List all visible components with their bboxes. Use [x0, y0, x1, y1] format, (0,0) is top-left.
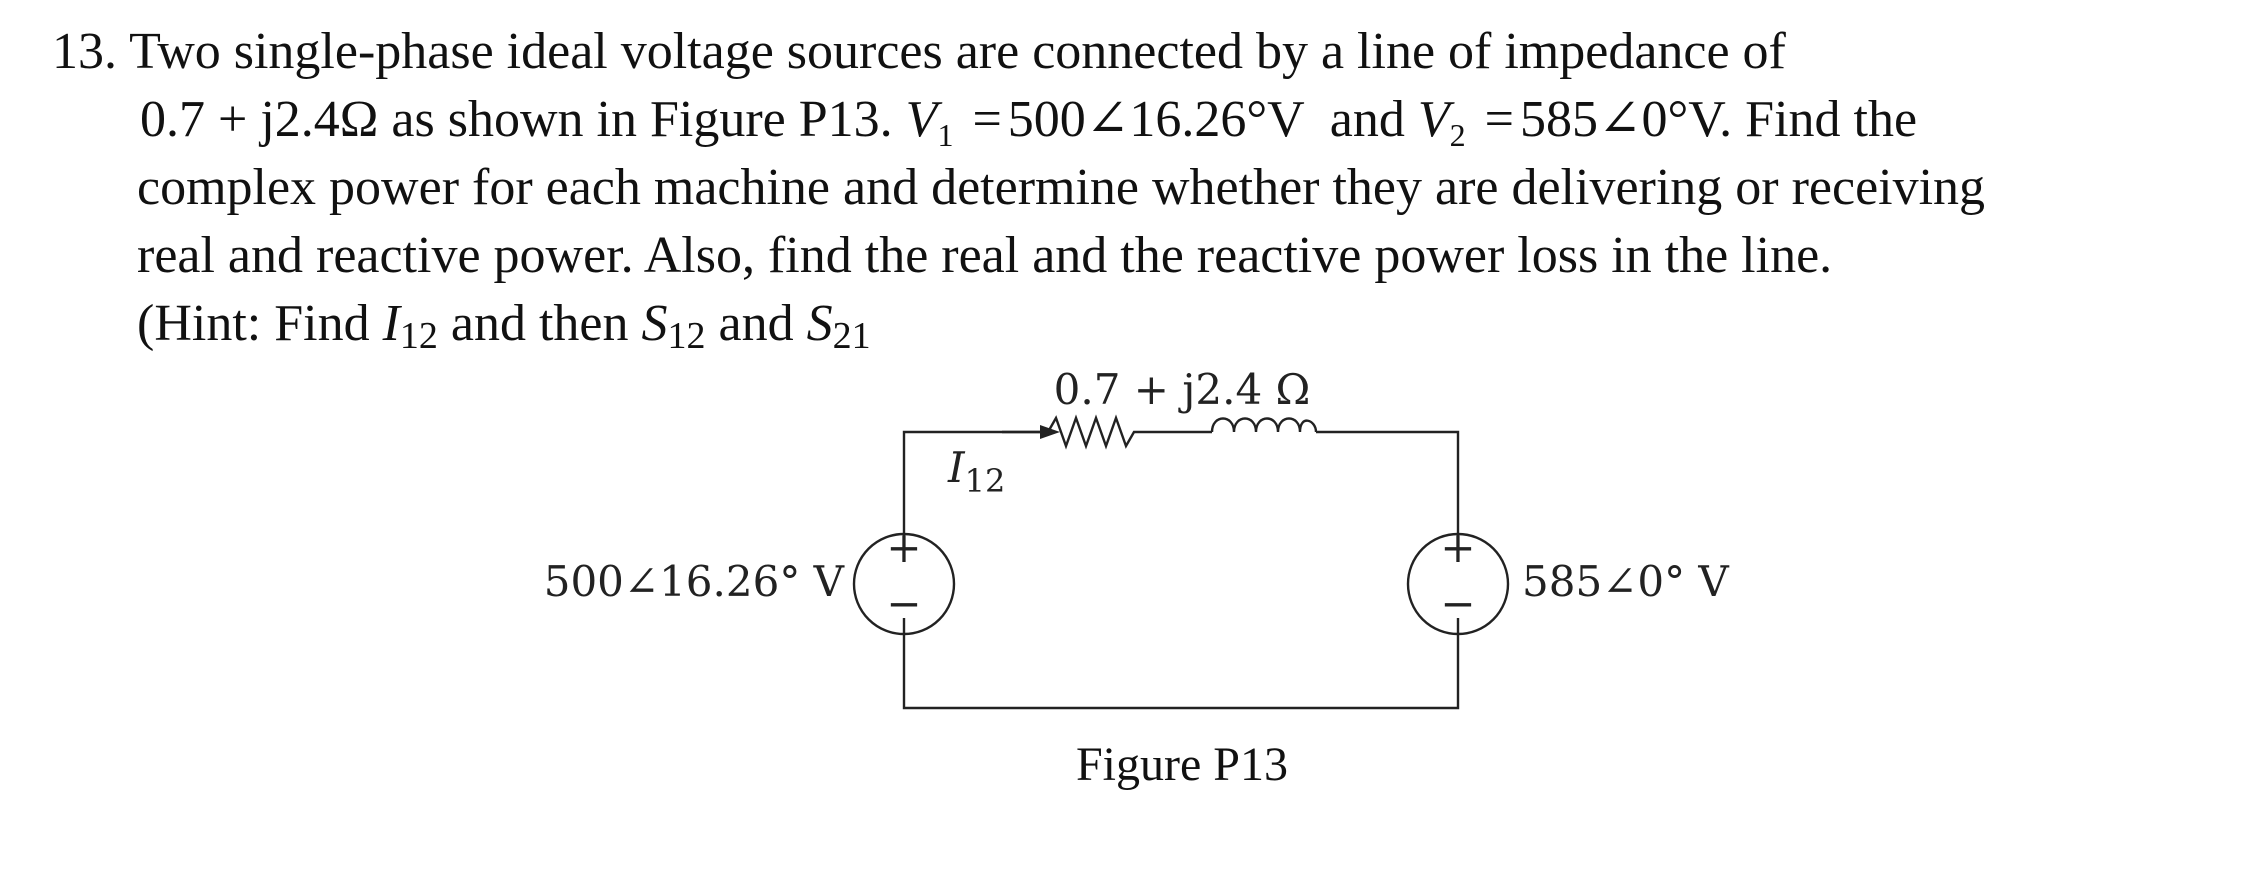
v2-subscript: 2 [1449, 117, 1466, 153]
hint-mid: and then [450, 295, 629, 352]
hint-s21-symbol: S [806, 295, 833, 352]
figure-current-symbol: I [947, 443, 966, 492]
figure-current-label: I12 [947, 443, 1005, 500]
resistor-icon [1046, 414, 1140, 450]
hint-s12-symbol: S [641, 295, 668, 352]
line-impedance-value: 0.7 + j2.4Ω [140, 91, 379, 148]
right-source-minus: − [1440, 579, 1475, 628]
problem-line-1-text: Two single-phase ideal voltage sources a… [129, 23, 1786, 80]
problem-line-2-end: . Find the [1719, 91, 1918, 148]
left-voltage-source-icon [852, 532, 956, 636]
left-source-minus: − [886, 579, 921, 628]
v2-symbol: V [1417, 91, 1450, 148]
problem-statement: 13. Two single-phase ideal voltage sourc… [52, 18, 2232, 358]
right-source-plus: + [1440, 523, 1475, 572]
v1-symbol: V [905, 91, 938, 148]
figure-current-subscript: 12 [965, 462, 1006, 500]
left-source-plus: + [886, 523, 921, 572]
right-source-label: 585∠0° V [1522, 557, 1729, 606]
and-text: and [1329, 91, 1405, 148]
right-voltage-source-icon [1406, 532, 1510, 636]
inductor-icon [1210, 417, 1318, 433]
bottom-wire [902, 618, 1460, 710]
hint-current-symbol: I [382, 295, 400, 352]
problem-line-3: complex power for each machine and deter… [52, 154, 2232, 222]
problem-line-1: 13. Two single-phase ideal voltage sourc… [52, 18, 2232, 86]
v2-value: 585∠0°V [1519, 91, 1720, 148]
problem-line-3-text: complex power for each machine and deter… [137, 159, 1986, 216]
v1-subscript: 1 [937, 117, 954, 153]
hint-and: and [718, 295, 794, 352]
hint-s21-subscript: 21 [832, 315, 871, 357]
left-source-label: 500∠16.26° V [544, 557, 845, 606]
hint-current-subscript: 12 [399, 315, 438, 357]
v1-value: 500∠16.26°V [1007, 91, 1304, 148]
figure-impedance-label: 0.7 + j2.4 Ω [1054, 365, 1311, 414]
top-right-wire [1316, 430, 1460, 550]
hint-prefix: (Hint: Find [137, 295, 370, 352]
top-left-wire [902, 430, 1048, 550]
problem-line-4-text: real and reactive power. Also, find the … [137, 227, 1833, 284]
problem-hint: (Hint: Find I12 and then S12 and S21 [52, 290, 2232, 358]
problem-number: 13. [52, 23, 117, 80]
hint-s12-subscript: 12 [667, 315, 706, 357]
problem-line-4: real and reactive power. Also, find the … [52, 222, 2232, 290]
current-arrow-icon [1002, 425, 1060, 439]
problem-line-2: 0.7 + j2.4Ω as shown in Figure P13. V1 =… [140, 91, 1918, 153]
figure-caption: Figure P13 [1076, 738, 1288, 791]
problem-line-2-mid: as shown in Figure P13. [391, 91, 893, 148]
